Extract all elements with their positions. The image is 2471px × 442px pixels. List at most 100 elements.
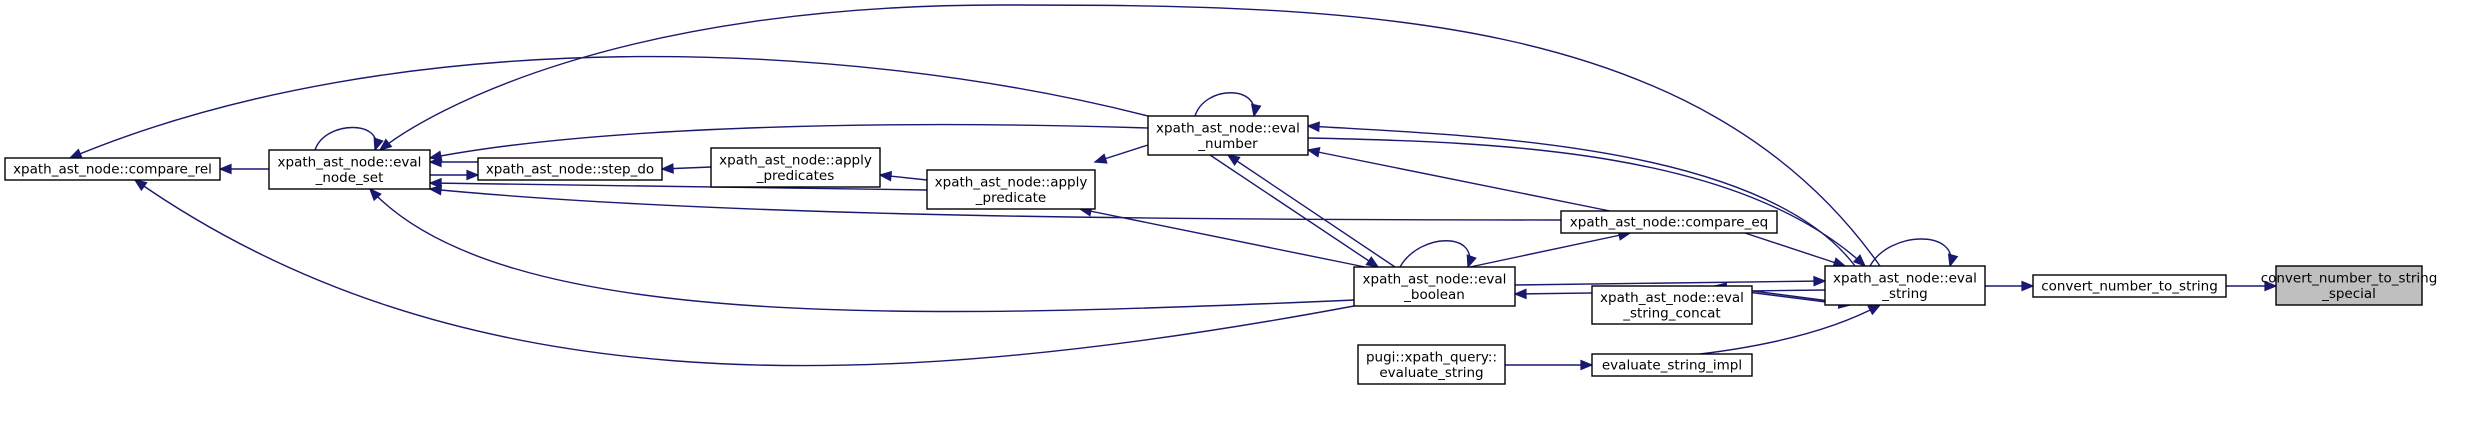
edge-pugi-evaluate-string-to-evaluate-string-impl bbox=[1505, 359, 1594, 371]
arrowhead-icon bbox=[1466, 254, 1477, 269]
node-eval-number[interactable]: xpath_ast_node::eval_number bbox=[1147, 115, 1309, 156]
node-compare-eq[interactable]: xpath_ast_node::compare_eq bbox=[1560, 210, 1778, 234]
edge-eval-node-set-to-step-do bbox=[430, 169, 480, 181]
node-label-line: xpath_ast_node::apply bbox=[719, 152, 872, 168]
edge-eval-number-to-eval-string bbox=[1307, 137, 1867, 268]
node-label-line: xpath_ast_node::apply bbox=[935, 174, 1088, 190]
node-box bbox=[4, 157, 221, 181]
node-box bbox=[2032, 274, 2227, 298]
arrowhead-icon bbox=[2264, 280, 2278, 292]
node-label-line: _string_concat bbox=[1622, 305, 1720, 321]
edge-apply-predicate-to-eval-node-set bbox=[428, 177, 928, 191]
edge-apply-predicate-to-apply-predicates bbox=[878, 170, 928, 182]
node-box bbox=[1560, 210, 1778, 234]
node-label-line: xpath_ast_node::eval bbox=[1363, 271, 1507, 287]
node-step-do[interactable]: xpath_ast_node::step_do bbox=[477, 157, 663, 181]
edge-eval-boolean-to-eval-boolean bbox=[1399, 240, 1477, 269]
arrowhead-icon bbox=[218, 163, 232, 175]
arrowhead-icon bbox=[1306, 147, 1321, 158]
arrowhead-icon bbox=[2021, 280, 2035, 292]
edge-eval-boolean-to-compare-eq bbox=[1469, 230, 1632, 268]
node-box bbox=[710, 147, 881, 188]
edge-compare-eq-to-eval-node-set bbox=[428, 184, 1562, 221]
node-label-line: xpath_ast_node::eval bbox=[278, 154, 422, 170]
node-label-line: xpath_ast_node::eval bbox=[1600, 290, 1744, 306]
node-box bbox=[1824, 265, 1986, 306]
node-apply-predicate[interactable]: xpath_ast_node::apply_predicate bbox=[926, 169, 1096, 210]
arrowhead-icon bbox=[1867, 304, 1882, 316]
node-label-line: convert_number_to_string bbox=[2261, 270, 2438, 286]
node-label-line: _predicates bbox=[756, 168, 835, 184]
arrowhead-icon bbox=[1813, 275, 1827, 287]
arrowhead-icon bbox=[878, 170, 893, 182]
arrowhead-icon bbox=[373, 137, 384, 152]
arrowhead-icon bbox=[660, 163, 674, 174]
node-eval-node-set[interactable]: xpath_ast_node::eval_node_set bbox=[268, 149, 431, 190]
arrowhead-icon bbox=[428, 177, 442, 189]
node-pugi-evaluate-string[interactable]: pugi::xpath_query::evaluate_string bbox=[1357, 344, 1506, 385]
arrowhead-icon bbox=[1306, 121, 1320, 133]
arrowhead-icon bbox=[1093, 153, 1108, 164]
edge-eval-number-to-compare-rel bbox=[68, 55, 1149, 159]
arrowhead-icon bbox=[378, 138, 393, 151]
arrowhead-icon bbox=[1852, 254, 1867, 268]
node-label-line: _string bbox=[1881, 286, 1928, 302]
edge-eval-string-to-eval-number bbox=[1306, 121, 1856, 267]
node-label-line: _boolean bbox=[1403, 287, 1465, 303]
node-box bbox=[477, 157, 663, 181]
node-evaluate-string-impl[interactable]: evaluate_string_impl bbox=[1591, 353, 1753, 377]
edge-apply-predicates-to-step-do bbox=[660, 163, 712, 174]
node-label-line: xpath_ast_node::step_do bbox=[486, 162, 654, 178]
arrowhead-icon bbox=[1365, 256, 1380, 268]
node-eval-string-concat[interactable]: xpath_ast_node::eval_string_concat bbox=[1591, 285, 1753, 325]
node-label-line: _special bbox=[2321, 286, 2376, 302]
node-box bbox=[926, 169, 1096, 210]
node-label-line: xpath_ast_node::compare_rel bbox=[13, 162, 212, 178]
arrowhead-icon bbox=[1250, 103, 1262, 118]
node-box bbox=[1353, 266, 1516, 307]
edge-step-do-to-eval-node-set bbox=[428, 156, 478, 168]
arrowhead-icon bbox=[133, 179, 148, 192]
node-box bbox=[1591, 285, 1753, 325]
edge-eval-node-set-to-compare-rel bbox=[218, 163, 269, 175]
node-box bbox=[1357, 344, 1506, 385]
edge-eval-node-set-to-eval-node-set bbox=[314, 126, 384, 152]
arrowhead-icon bbox=[68, 148, 83, 159]
arrowhead-icon bbox=[1947, 253, 1959, 268]
node-box bbox=[1147, 115, 1309, 156]
node-cns-special[interactable]: convert_number_to_string_special bbox=[2261, 265, 2438, 306]
node-label-line: _node_set bbox=[315, 170, 384, 186]
edge-eval-boolean-to-eval-string bbox=[1514, 275, 1827, 287]
node-label-line: evaluate_string_impl bbox=[1602, 358, 1742, 374]
node-label-line: pugi::xpath_query:: bbox=[1366, 349, 1497, 365]
arrowhead-icon bbox=[428, 184, 443, 196]
node-compare-rel[interactable]: xpath_ast_node::compare_rel bbox=[4, 157, 221, 181]
arrowhead-icon bbox=[368, 187, 382, 202]
node-label-line: xpath_ast_node::compare_eq bbox=[1570, 215, 1768, 231]
edge-eval-number-to-eval-number bbox=[1194, 92, 1262, 118]
node-label-line: _number bbox=[1197, 136, 1258, 152]
edge-eval-boolean-to-apply-predicate bbox=[1078, 206, 1366, 268]
arrowhead-icon bbox=[428, 156, 442, 168]
call-graph-nodes: convert_number_to_string_specialconvert_… bbox=[4, 115, 2438, 385]
arrowhead-icon bbox=[1580, 359, 1594, 371]
node-cns[interactable]: convert_number_to_string bbox=[2032, 274, 2227, 298]
edge-eval-number-to-eval-boolean bbox=[1209, 154, 1380, 268]
edge-cns-to-cns-special bbox=[2226, 280, 2278, 292]
node-eval-boolean[interactable]: xpath_ast_node::eval_boolean bbox=[1353, 266, 1516, 307]
node-box bbox=[1591, 353, 1753, 377]
arrowhead-icon bbox=[1513, 288, 1527, 300]
node-eval-string[interactable]: xpath_ast_node::eval_string bbox=[1824, 265, 1986, 306]
node-apply-predicates[interactable]: xpath_ast_node::apply_predicates bbox=[710, 147, 881, 188]
node-label-line: _predicate bbox=[975, 190, 1047, 206]
edge-eval-boolean-to-eval-number bbox=[1226, 154, 1396, 268]
node-label-line: xpath_ast_node::eval bbox=[1156, 120, 1300, 136]
edge-eval-string-to-cns bbox=[1985, 280, 2035, 292]
node-label-line: evaluate_string bbox=[1379, 365, 1483, 381]
node-label-line: convert_number_to_string bbox=[2041, 279, 2218, 295]
edge-compare-eq-to-eval-number bbox=[1306, 147, 1611, 212]
arrowhead-icon bbox=[466, 169, 480, 181]
arrowhead-icon bbox=[1226, 154, 1241, 166]
edge-eval-boolean-to-eval-node-set bbox=[368, 187, 1355, 313]
